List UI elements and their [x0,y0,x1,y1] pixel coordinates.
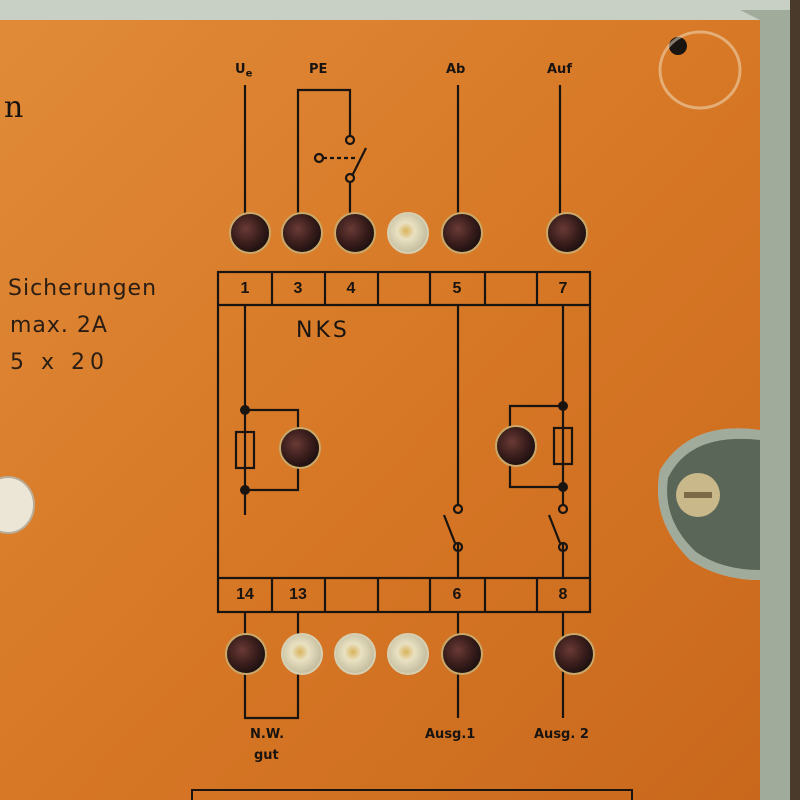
brand-fragment: n [4,90,24,125]
label-ausg2: Ausg. 2 [534,727,589,742]
terminal-number: 6 [452,586,462,603]
terminal-number: 13 [289,586,307,603]
led-light-icon [387,212,429,254]
terminal-number: 3 [293,280,303,297]
junction-dots [240,401,568,495]
label-nw: N.W. [250,727,285,742]
led-dark-icon [279,427,321,469]
led-dark-icon [495,425,537,467]
left-light-knob-icon [0,476,35,534]
lower-label-box [191,789,633,800]
led-light-icon [334,633,376,675]
led-dark-icon [441,633,483,675]
led-dark-icon [281,212,323,254]
label-pe: PE [309,62,328,77]
orange-panel [0,20,760,800]
led-dark-icon [229,212,271,254]
label-auf: Auf [547,62,572,77]
circuit-diagram [216,85,592,720]
label-ab: Ab [446,62,466,77]
terminal-number: 1 [240,280,250,297]
led-dark-icon [441,212,483,254]
led-dark-icon [225,633,267,675]
bottom-led-row [225,633,595,675]
led-dark-icon [553,633,595,675]
top-led-row [229,212,588,254]
terminal-number: 7 [558,280,568,297]
led-dark-icon [334,212,376,254]
label-ue: Ue [235,62,253,80]
cover-right-edge [658,10,790,800]
label-ausg1: Ausg.1 [425,727,476,742]
screw-slot [684,492,712,498]
terminal-number: 4 [346,280,356,297]
led-light-icon [281,633,323,675]
led-light-icon [387,633,429,675]
terminal-number: 14 [236,586,254,603]
fuse-info-line1: Sicherungen [8,276,158,301]
terminal-number: 8 [558,586,568,603]
label-gut: gut [254,748,279,763]
fuse-info-line3: 5 x 20 [10,350,109,375]
terminal-number: 5 [452,280,462,297]
led-dark-icon [546,212,588,254]
glare-ring [658,30,742,110]
module-name: NKS [296,318,350,343]
fuse-info-line2: max. 2A [10,313,108,338]
